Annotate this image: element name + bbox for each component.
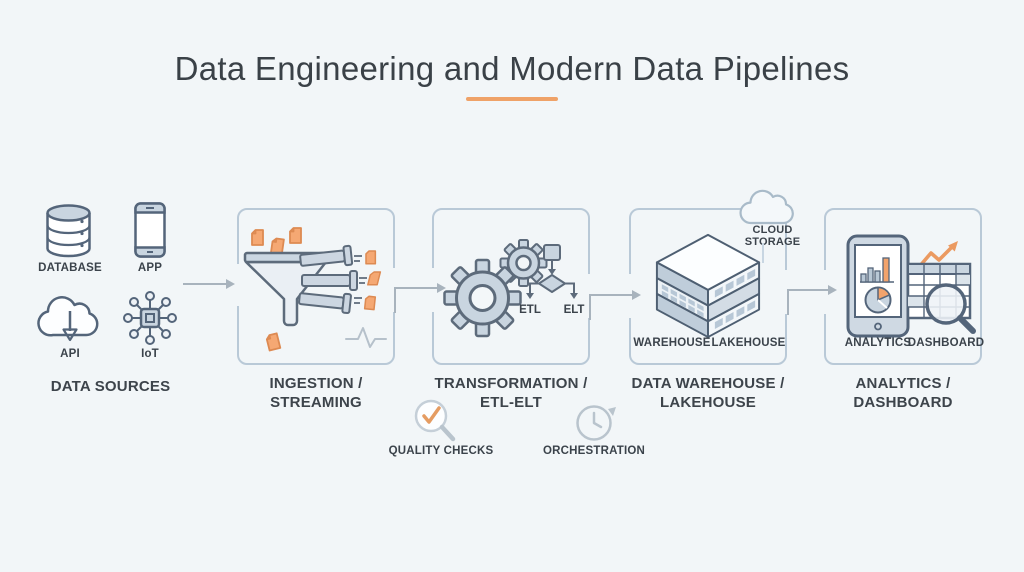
app-icon: [134, 202, 166, 258]
ingestion-funnel-icon: [243, 227, 387, 352]
orchestration-label: ORCHESTRATION: [542, 445, 646, 457]
iot-icon: [123, 291, 177, 345]
warehouse-lakehouse-icon: [655, 233, 761, 339]
etl-elt-flowchart-icon: ETL ELT: [519, 244, 585, 316]
arrow-transformation-to-warehouse: [589, 290, 641, 320]
gears-icon: [443, 239, 548, 338]
analytics-inner-label: ANALYTICS: [844, 337, 912, 349]
dashboard-table-icon: [906, 262, 976, 334]
analytics-tablet-icon: [846, 234, 910, 338]
cloud-storage-icon: [739, 189, 794, 225]
warehouse-caption: DATA WAREHOUSE / LAKEHOUSE: [631, 375, 785, 411]
quality-checks-label: QUALITY CHECKS: [388, 445, 494, 457]
cloud-connector-line: [762, 243, 764, 263]
arrow-warehouse-to-analytics: [787, 285, 837, 315]
ingestion-caption: INGESTION / STREAMING: [269, 375, 363, 411]
page-title: Data Engineering and Modern Data Pipelin…: [174, 50, 850, 87]
database-icon: [46, 204, 91, 258]
quality-check-icon: [414, 399, 456, 442]
database-label: DATABASE: [38, 262, 102, 274]
orchestration-icon: [576, 405, 616, 441]
app-label: APP: [137, 262, 163, 274]
iot-label: IoT: [141, 348, 159, 360]
data-sources-caption: DATA SOURCES: [50, 378, 171, 395]
lakehouse-inner-label: LAKEHOUSE: [711, 337, 786, 349]
transformation-caption: TRANSFORMATION / ETL-ELT: [434, 375, 588, 411]
trend-arrow-icon: [917, 241, 958, 269]
title-underline: [466, 97, 558, 101]
elt-branch-label: ELT: [564, 304, 585, 316]
arrow-ingestion-to-transformation: [394, 283, 446, 313]
etl-branch-label: ETL: [519, 304, 541, 316]
cloud-storage-label: CLOUD STORAGE: [744, 224, 801, 248]
api-label: API: [60, 348, 80, 360]
magnifier-icon: [925, 283, 967, 325]
arrow-sources-to-ingestion: [183, 279, 235, 289]
home-button-icon: [874, 322, 882, 331]
dashboard-inner-label: DASHBOARD: [907, 337, 985, 349]
pulse-icon: [345, 327, 387, 348]
api-icon: [37, 296, 99, 342]
analytics-caption: ANALYTICS / DASHBOARD: [853, 375, 953, 411]
warehouse-inner-label: WAREHOUSE: [633, 337, 711, 349]
